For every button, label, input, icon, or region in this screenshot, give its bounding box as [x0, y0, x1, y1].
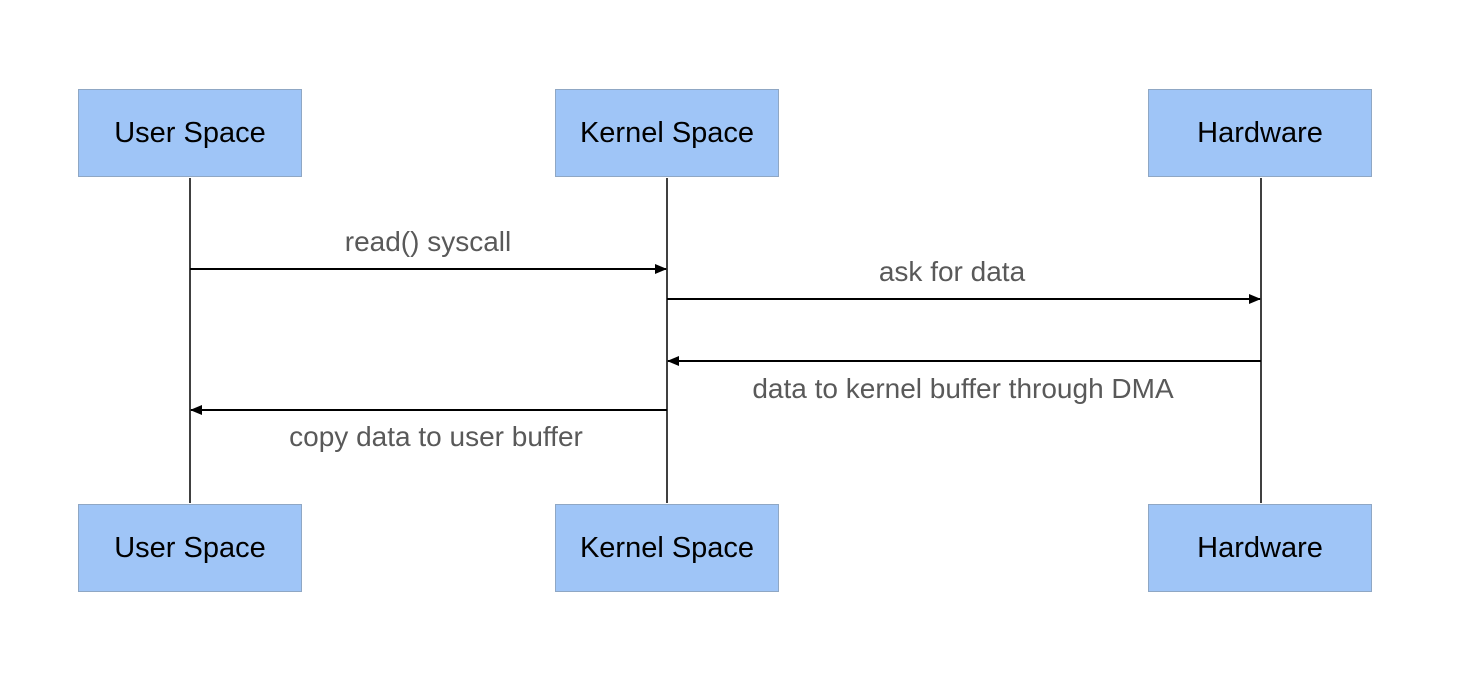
- participant-kernel-top: Kernel Space: [555, 89, 779, 177]
- participant-user-top-label: User Space: [114, 116, 266, 149]
- participant-user-top: User Space: [78, 89, 302, 177]
- message-label-3: data to kernel buffer through DMA: [752, 373, 1174, 404]
- participant-hardware-top: Hardware: [1148, 89, 1372, 177]
- participant-kernel-bottom-label: Kernel Space: [579, 531, 755, 564]
- participant-hardware-bottom-label: Hardware: [1197, 531, 1323, 564]
- participant-user-bottom-label: User Space: [114, 531, 266, 564]
- message-label-2: ask for data: [878, 256, 1026, 287]
- message-label-1: read() syscall: [344, 226, 512, 257]
- participant-hardware-bottom: Hardware: [1148, 504, 1372, 592]
- participant-kernel-top-label: Kernel Space: [579, 116, 755, 149]
- participant-hardware-top-label: Hardware: [1197, 116, 1323, 149]
- message-label-4: copy data to user buffer: [289, 421, 583, 452]
- participant-kernel-bottom: Kernel Space: [555, 504, 779, 592]
- participant-user-bottom: User Space: [78, 504, 302, 592]
